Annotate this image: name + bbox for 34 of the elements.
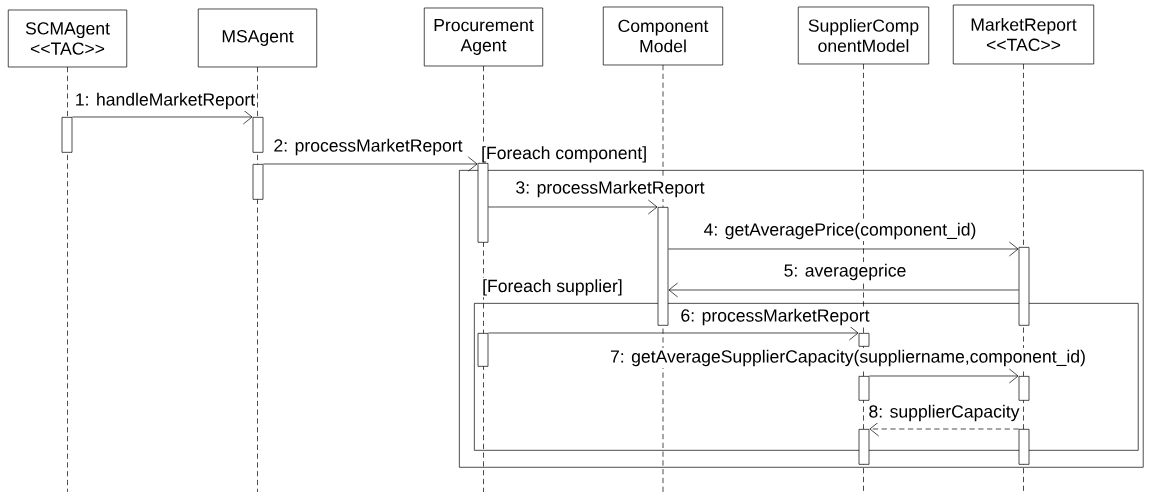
node-label: [Foreach component] (482, 146, 646, 163)
edge-label: 6: processMarketReport (678, 307, 872, 327)
edge-label: 3: processMarketReport (513, 179, 707, 199)
object-box: Procurement Agent (423, 7, 544, 67)
activation-bar (1018, 376, 1030, 401)
activation-bar (477, 333, 489, 367)
object-box: Component Model (602, 6, 724, 66)
activation-bar (1018, 429, 1030, 465)
activation-bar (858, 429, 870, 465)
object-box: MarketReport <<TAC>> (952, 4, 1095, 65)
activation-bar (61, 117, 73, 153)
activation-bar (477, 163, 489, 243)
object-box: MSAgent (197, 8, 318, 68)
message-arrow (263, 156, 478, 172)
activation-bar (858, 376, 870, 401)
activation-bar (657, 207, 669, 326)
activation-bar (252, 164, 264, 200)
message-arrow (869, 421, 1019, 437)
edge-label: 5: averageprice (781, 262, 909, 282)
activation-bar (252, 117, 264, 153)
edge-label: 1: handleMarketReport (73, 91, 257, 111)
edge-label: 8: supplierCapacity (866, 403, 1022, 423)
message-arrow (488, 199, 658, 215)
activation-bar (858, 333, 870, 347)
message-arrow (668, 282, 1019, 298)
edge-label: 4: getAveragePrice(component_id) (701, 221, 979, 241)
object-box: SupplierComp onentModel (797, 6, 930, 65)
message-arrow (869, 368, 1019, 384)
message-arrow (668, 241, 1019, 257)
message-arrow (488, 325, 859, 341)
object-box: SCMAgent <<TAC>> (7, 9, 128, 68)
message-arrow (72, 109, 253, 125)
node-label: [Foreach supplier] (483, 279, 622, 296)
activation-bar (1018, 247, 1030, 326)
